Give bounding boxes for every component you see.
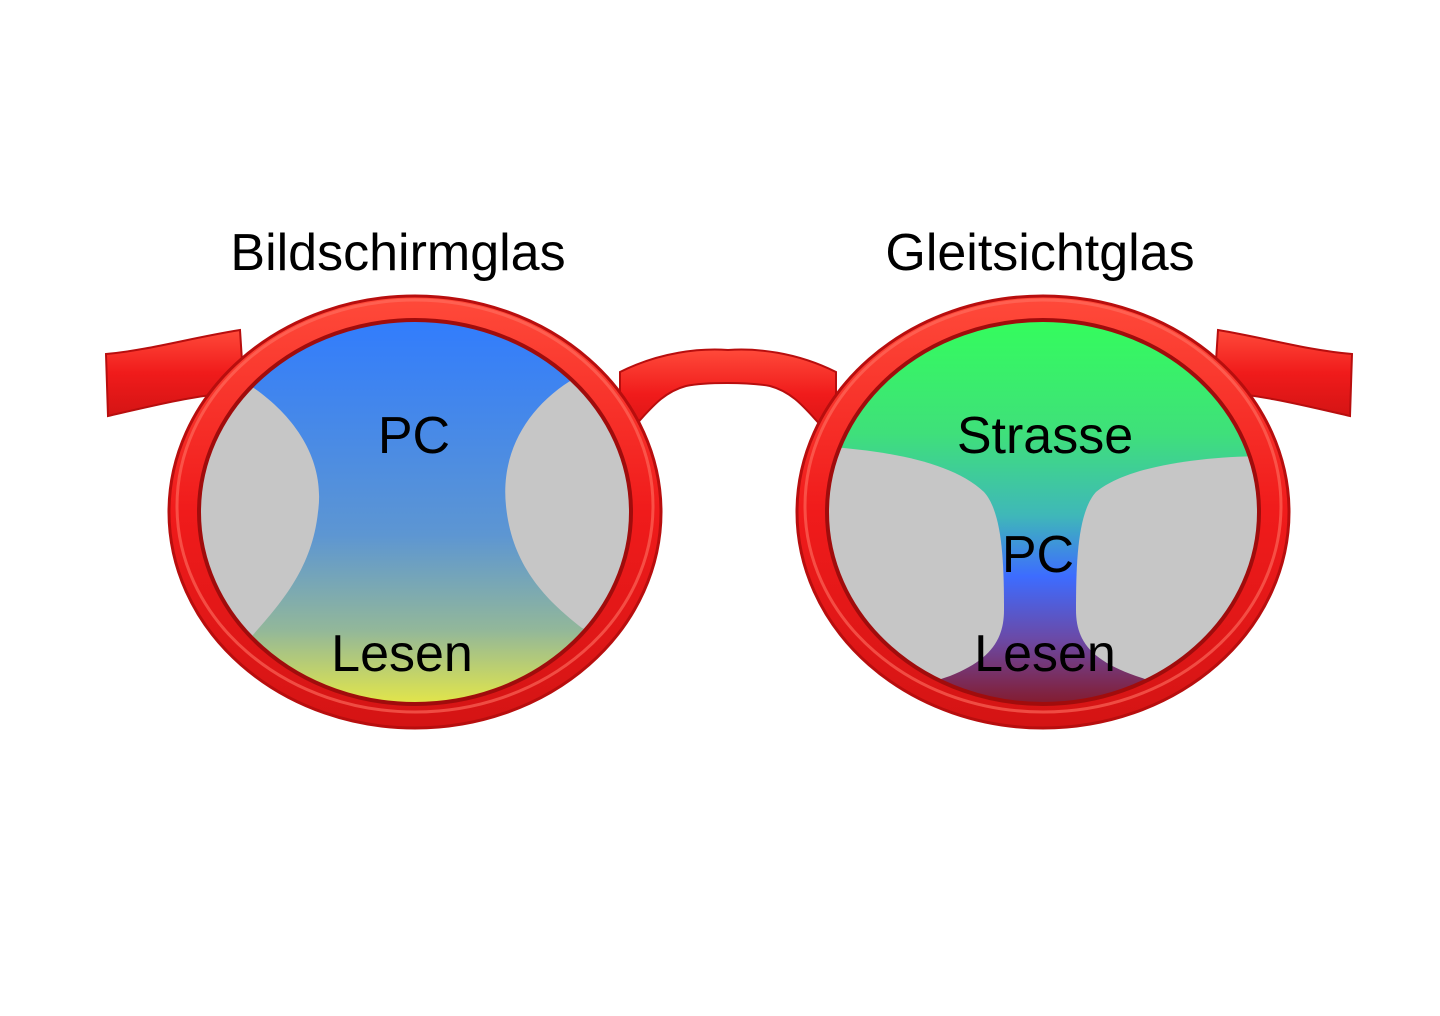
left-lens-title: Bildschirmglas [230, 224, 565, 282]
left-lens-zone-lesen: Lesen [331, 625, 473, 683]
right-lens-zone-lesen: Lesen [974, 625, 1116, 683]
bridge [619, 348, 837, 443]
left-lens-blur-right [505, 360, 631, 650]
left-lens-blur-left [199, 360, 320, 660]
left-lens-zone-pc: PC [378, 407, 450, 465]
right-lens-zone-strasse: Strasse [957, 407, 1133, 465]
right-lens-zone-pc: PC [1002, 526, 1074, 584]
right-lens-title: Gleitsichtglas [885, 224, 1194, 282]
left-lens [199, 320, 631, 704]
